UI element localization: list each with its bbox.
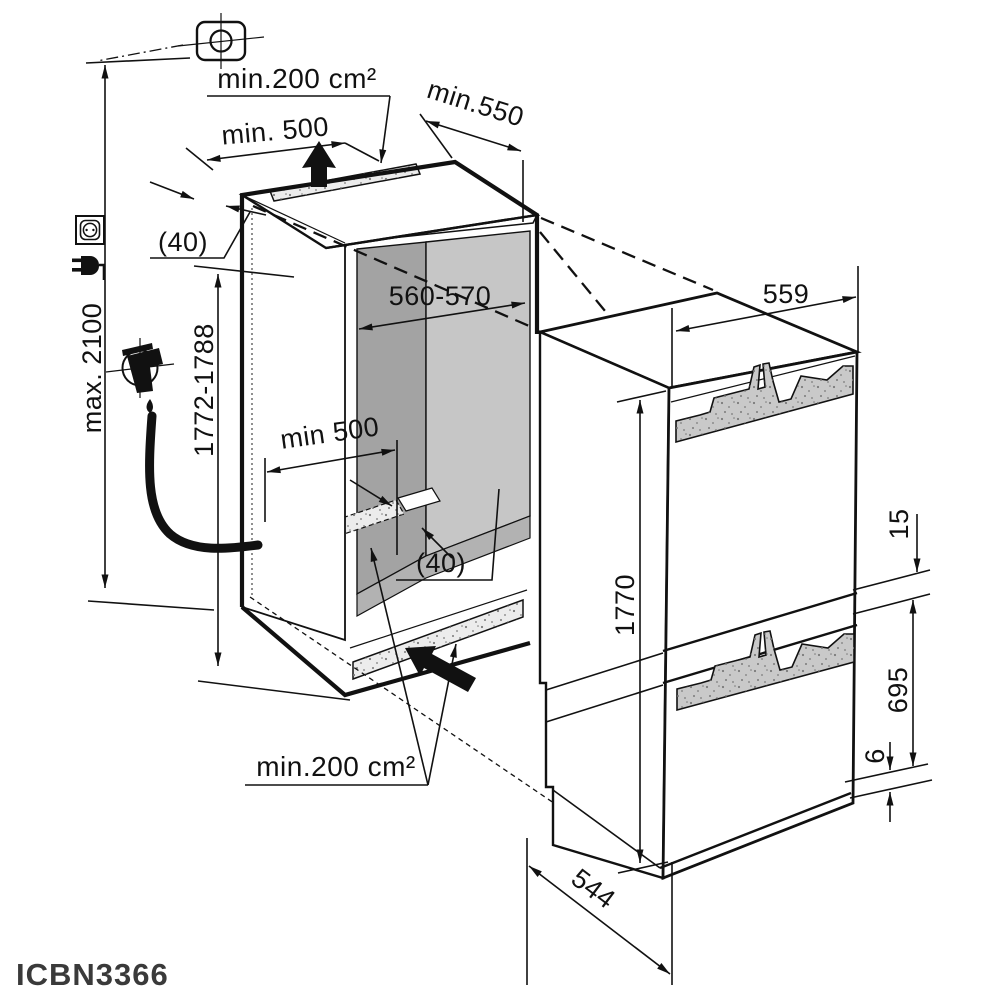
label-niche-depth: min.550 (424, 74, 528, 133)
label-door-gap: 15 (884, 508, 914, 539)
label-niche-height: 1772-1788 (189, 323, 219, 457)
fixing-point-icon (177, 13, 265, 69)
dim-door-gap: 15 (852, 508, 931, 615)
power-plug-icon (72, 256, 106, 280)
niche-floor-spacer-notch (397, 487, 441, 512)
label-bottom-gap: 6 (860, 748, 890, 764)
dim-top-clearance: min. 500 (185, 111, 380, 171)
label-bottom-vent-area: min.200 cm² (256, 751, 416, 782)
dim-top-vent-area: min.200 cm² (207, 63, 391, 164)
model-number: ICBN3366 (16, 957, 169, 992)
dim-niche-height: 1772-1788 (189, 265, 351, 701)
label-lower-door-height: 695 (883, 667, 913, 714)
niche-top-left-edge (241, 194, 346, 244)
airflow-arrow-in-icon (405, 646, 476, 692)
label-gap-top: (40) (158, 227, 208, 257)
niche-bottom-vent-strip (349, 589, 528, 681)
water-tap-icon (105, 338, 263, 553)
label-top-clearance: min. 500 (220, 111, 330, 150)
dim-gap-top: (40) (149, 181, 267, 259)
appliance-front-face (661, 350, 859, 881)
dim-niche-width: 560-570 (358, 281, 526, 331)
label-top-vent-area: min.200 cm² (217, 63, 377, 94)
dim-bottom-vent-area: min.200 cm² (245, 547, 457, 786)
label-supply-height: max. 2100 (77, 303, 107, 434)
niche-outline (239, 159, 540, 698)
power-socket-icon (75, 215, 105, 245)
appliance-left-wall (538, 330, 671, 880)
label-appliance-width: 559 (763, 279, 810, 309)
dim-appliance-width: 559 (671, 266, 859, 388)
niche-back-wall-light (425, 230, 531, 558)
niche-floor (356, 515, 531, 618)
dim-bottom-gap: 6 (844, 742, 933, 822)
label-appliance-depth: 544 (566, 863, 621, 915)
label-appliance-height: 1770 (610, 574, 640, 636)
dim-gap-bottom: (40) (349, 479, 500, 581)
water-hose (145, 411, 263, 553)
lower-door-bottom-edge (659, 791, 852, 870)
label-gap-bottom: (40) (416, 548, 466, 578)
niche-front-top-edge (325, 213, 538, 250)
dim-appliance-height: 1770 (610, 390, 669, 874)
dim-supply-height: max. 2100 (77, 44, 215, 611)
airflow-arrow-up-icon (302, 141, 336, 187)
dim-lower-door-height: 695 (883, 600, 917, 766)
label-niche-width: 560-570 (389, 281, 492, 311)
appliance (535, 291, 862, 881)
